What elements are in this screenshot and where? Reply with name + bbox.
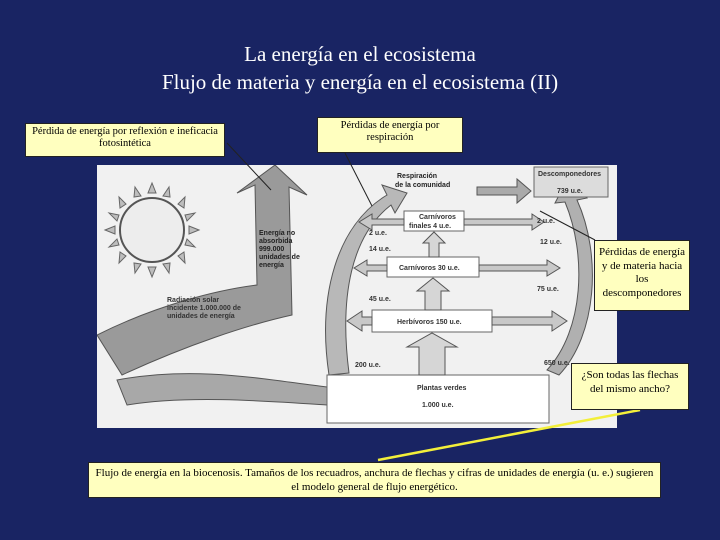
plantas-value: 1.000 u.e. <box>422 402 454 409</box>
energy-flow-figure: Radiación solar incidente 1.000.000 de u… <box>97 165 617 428</box>
figure-caption-text: Flujo de energía en la biocenosis. Tamañ… <box>96 467 654 493</box>
no-absorbida-1: Energía no <box>259 230 295 237</box>
callout-respiracion: Pérdidas de energía por respiración <box>317 117 463 153</box>
descomponedores-label: Descomponedores <box>538 171 601 178</box>
no-absorbida-3: 999.000 <box>259 246 284 253</box>
value-200: 200 u.e. <box>355 362 381 369</box>
respiracion-label-1: Respiración <box>397 173 437 180</box>
radiacion-label-1: Radiación solar <box>167 297 219 304</box>
respiracion-label-2: de la comunidad <box>395 182 450 189</box>
descomponedores-value: 739 u.e. <box>557 188 583 195</box>
plantas-box <box>327 375 549 423</box>
callout-descomponedores-text: Pérdidas de energía y de materia hacia l… <box>599 246 685 299</box>
value-2-right: 2 u.e. <box>537 218 555 225</box>
plantas-label: Plantas verdes <box>417 385 467 392</box>
value-650: 650 u.e. <box>544 360 570 367</box>
radiacion-label-2: incidente 1.000.000 de <box>167 305 241 312</box>
callout-flechas-text: ¿Son todas las flechas del mismo ancho? <box>582 369 679 395</box>
value-2-left: 2 u.e. <box>369 230 387 237</box>
title-line-1: La energía en el ecosistema <box>0 40 720 68</box>
no-absorbida-5: energía <box>259 262 284 269</box>
slide-title: La energía en el ecosistema Flujo de mat… <box>0 40 720 96</box>
herbivoros-label: Herbívoros 150 u.e. <box>397 319 462 326</box>
callout-reflexion: Pérdida de energía por reflexión e inefi… <box>25 123 225 157</box>
title-line-2: Flujo de materia y energía en el ecosist… <box>0 68 720 96</box>
callout-descomponedores: Pérdidas de energía y de materia hacia l… <box>594 240 690 311</box>
sun-icon <box>105 183 199 277</box>
carnivoros-finales-1: Carnívoros <box>419 214 456 221</box>
value-14: 14 u.e. <box>369 246 391 253</box>
no-absorbida-4: unidades de <box>259 254 300 261</box>
carnivoros-label: Carnívoros 30 u.e. <box>399 265 460 272</box>
callout-reflexion-text: Pérdida de energía por reflexión e inefi… <box>32 126 218 149</box>
value-45: 45 u.e. <box>369 296 391 303</box>
value-12: 12 u.e. <box>540 239 562 246</box>
figure-caption: Flujo de energía en la biocenosis. Tamañ… <box>88 462 661 498</box>
value-75: 75 u.e. <box>537 286 559 293</box>
callout-flechas: ¿Son todas las flechas del mismo ancho? <box>571 363 689 410</box>
no-absorbida-2: absorbida <box>259 238 293 245</box>
energy-flow-diagram: Radiación solar incidente 1.000.000 de u… <box>97 165 617 428</box>
radiacion-label-3: unidades de energía <box>167 313 235 320</box>
callout-respiracion-text: Pérdidas de energía por respiración <box>341 120 440 143</box>
carnivoros-finales-2: finales 4 u.e. <box>409 223 451 230</box>
